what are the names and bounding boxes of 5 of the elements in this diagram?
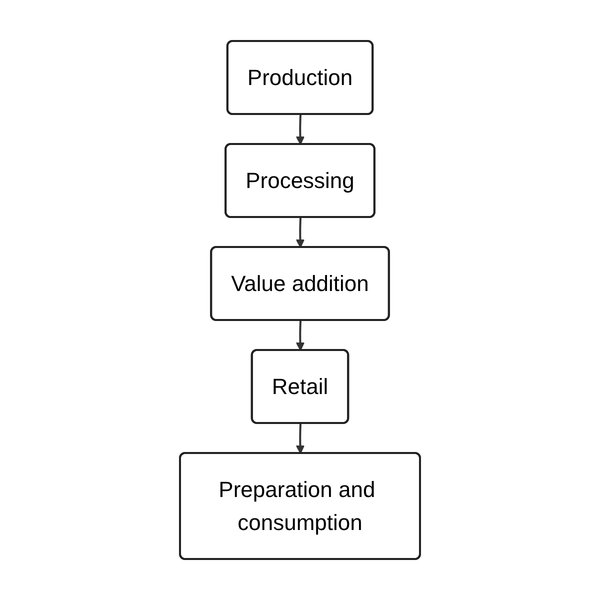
- arrow: [296, 217, 305, 248]
- node-text: Preparation and consumption: [218, 477, 376, 535]
- arrow: [296, 114, 305, 145]
- arrow: [296, 320, 305, 351]
- arrow: [296, 423, 305, 454]
